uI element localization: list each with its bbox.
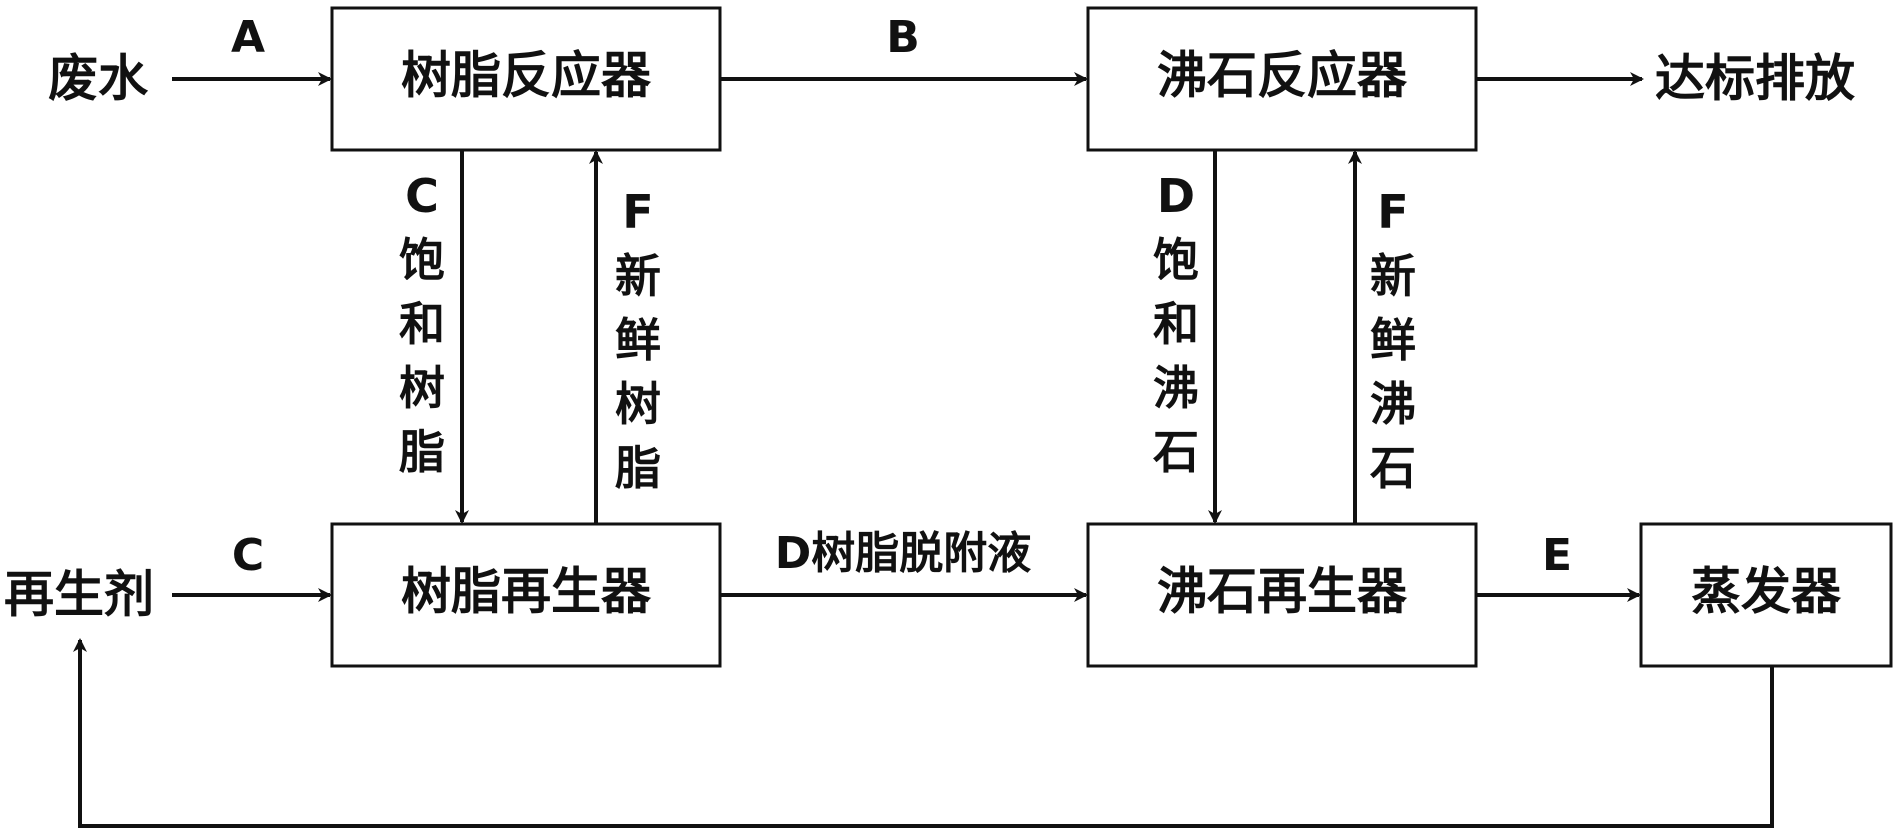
fresh-zeolite-char: 沸 — [1370, 377, 1416, 431]
fresh-resin-char: 脂 — [615, 441, 661, 495]
saturated-zeolite-char: 石 — [1153, 425, 1199, 479]
saturated-zeolite-char: 沸 — [1153, 361, 1199, 415]
fresh-resin-code: F — [622, 185, 653, 239]
zeolite-reactor-box: 沸石反应器 — [1086, 6, 1478, 152]
fresh-resin-char: 鲜 — [615, 313, 661, 367]
fresh-zeolite-code: F — [1377, 185, 1408, 239]
saturated-zeolite-char: 饱 — [1153, 233, 1199, 287]
fresh-resin-char: 树 — [615, 377, 661, 431]
resin-regenerator-box: 树脂再生器 — [330, 522, 722, 668]
fresh-zeolite-label: F 新 鲜 沸 石 — [1370, 185, 1416, 495]
saturated-zeolite-code: D — [1157, 169, 1195, 223]
fresh-resin-label: F 新 鲜 树 脂 — [615, 185, 661, 495]
arrow-d-desorption-label: D树脂脱附液 — [775, 528, 1032, 579]
fresh-zeolite-char: 石 — [1370, 441, 1416, 495]
zeolite-reactor-label: 沸石反应器 — [1157, 47, 1408, 105]
arrow-a-label: A — [231, 12, 265, 63]
fresh-zeolite-char: 鲜 — [1370, 313, 1416, 367]
discharge-label: 达标排放 — [1655, 50, 1855, 108]
wastewater-label: 废水 — [48, 50, 149, 108]
saturated-resin-label: C 饱 和 树 脂 — [399, 169, 445, 479]
zeolite-regenerator-box: 沸石再生器 — [1086, 522, 1478, 668]
arrow-evaporator-return — [73, 638, 1774, 828]
fresh-zeolite-char: 新 — [1370, 249, 1416, 303]
saturated-zeolite-label: D 饱 和 沸 石 — [1153, 169, 1199, 479]
arrow-e-label: E — [1542, 530, 1572, 581]
evaporator-box: 蒸发器 — [1639, 522, 1893, 668]
evaporator-label: 蒸发器 — [1691, 563, 1842, 621]
saturated-resin-char: 和 — [399, 297, 445, 351]
arrow-b-label: B — [886, 12, 920, 63]
fresh-resin-char: 新 — [615, 249, 661, 303]
resin-reactor-box: 树脂反应器 — [330, 6, 722, 152]
zeolite-regenerator-label: 沸石再生器 — [1157, 563, 1408, 621]
saturated-resin-code: C — [405, 169, 439, 223]
saturated-resin-char: 树 — [399, 361, 445, 415]
regenerant-label: 再生剂 — [4, 566, 154, 624]
resin-reactor-label: 树脂反应器 — [401, 47, 652, 105]
saturated-resin-char: 脂 — [399, 425, 445, 479]
saturated-resin-char: 饱 — [399, 233, 445, 287]
saturated-zeolite-char: 和 — [1153, 297, 1199, 351]
arrow-c-regenerant-label: C — [232, 530, 264, 581]
resin-regenerator-label: 树脂再生器 — [401, 563, 652, 621]
